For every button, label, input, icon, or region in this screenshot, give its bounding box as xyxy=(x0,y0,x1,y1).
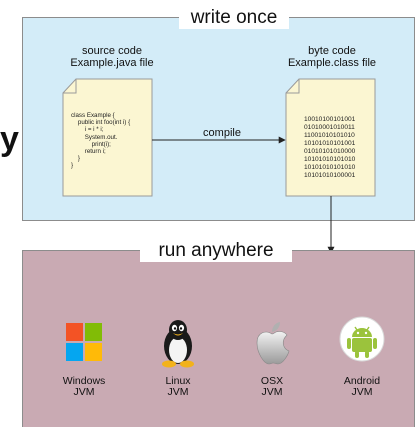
osx-jvm-label: OSX JVM xyxy=(260,375,284,398)
run-anywhere-title: run anywhere xyxy=(140,240,292,262)
bytecode-text: 10010100101001 01010001010011 1100101010… xyxy=(304,116,356,179)
windows-jvm-label: Windows JVM xyxy=(62,375,106,398)
linux-jvm-label: Linux JVM xyxy=(165,375,191,398)
source-document-shape xyxy=(62,78,153,197)
cropped-letter: y xyxy=(0,120,19,158)
source-code-text: class Example { public int foo(int i) { … xyxy=(71,112,131,170)
bytecode-caption: byte code Example.class file xyxy=(287,45,377,69)
linux-penguin-icon xyxy=(162,320,194,368)
source-code-caption: source code Example.java file xyxy=(70,45,154,69)
android-robot-icon xyxy=(339,316,385,362)
apple-logo-icon xyxy=(256,322,290,365)
windows-logo-icon xyxy=(66,323,102,361)
write-once-title: write once xyxy=(179,7,289,29)
android-jvm-label: Android JVM xyxy=(343,375,381,398)
compile-label: compile xyxy=(203,127,241,139)
